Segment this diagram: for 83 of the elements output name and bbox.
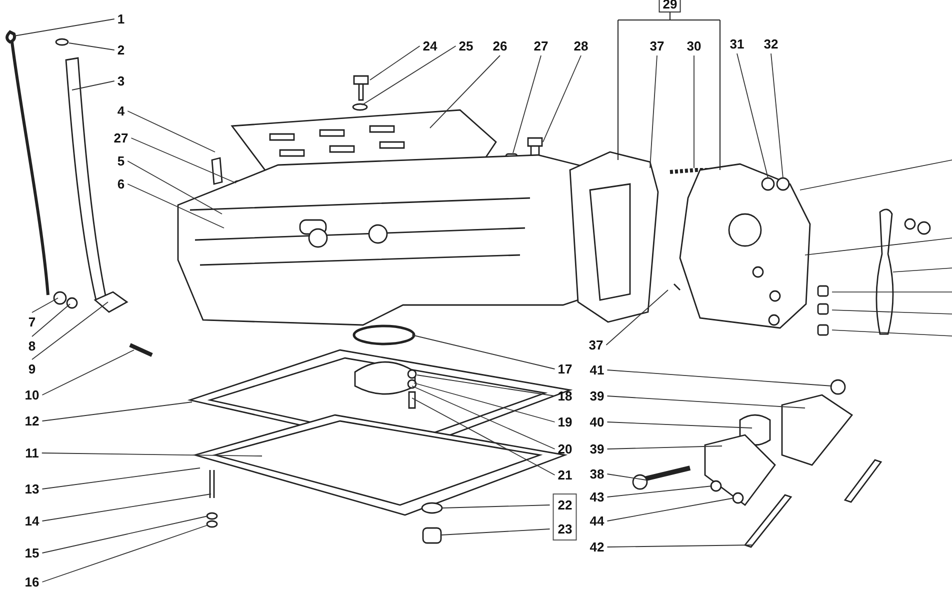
leader-line — [606, 422, 752, 428]
callout-number: 16 — [24, 574, 40, 590]
callout-number: 10 — [24, 388, 40, 402]
callout-number: 28 — [574, 38, 588, 54]
callout-number: 25 — [458, 38, 474, 54]
leader-line — [14, 18, 115, 36]
leader-line — [41, 452, 262, 456]
leader-line — [42, 402, 192, 422]
leader-line — [736, 53, 768, 178]
callout-number: 26 — [492, 38, 508, 54]
callout-number: 39 — [590, 388, 604, 404]
callout-number: 38 — [590, 466, 604, 482]
callout-number: 14 — [24, 514, 40, 528]
callout-number: 1 — [117, 12, 125, 26]
callout-number: 19 — [558, 414, 572, 430]
callout-number: 27 — [534, 38, 548, 54]
leader-line — [770, 53, 784, 178]
leader-line — [32, 298, 58, 313]
callout-number: 4 — [117, 104, 125, 118]
callout-number: 21 — [558, 468, 572, 482]
leader-line — [127, 184, 224, 228]
callout-number: 15 — [24, 546, 40, 560]
callout-number: 31 — [730, 36, 744, 52]
leader-line — [412, 334, 556, 370]
leader-line — [127, 160, 222, 214]
leader-line — [606, 498, 734, 522]
callout-number: 37 — [588, 338, 604, 352]
leader-line — [42, 524, 208, 582]
callout-number: 44 — [590, 514, 604, 528]
leader-line — [370, 46, 420, 80]
callout-number: 39 — [590, 442, 604, 456]
leader-line — [414, 382, 556, 422]
leader-line — [512, 55, 542, 154]
callout-box — [552, 494, 578, 540]
callout-number: 13 — [24, 482, 40, 496]
callout-number: 24 — [422, 38, 438, 54]
callout-number: 43 — [590, 490, 604, 504]
leader-line — [606, 486, 712, 498]
leader-line — [130, 138, 236, 184]
callout-number: 18 — [558, 388, 572, 404]
leader-line — [127, 110, 216, 152]
callout-number: 11 — [25, 446, 39, 460]
callout-number: 7 — [28, 314, 36, 330]
callout-number: 42 — [590, 540, 604, 554]
callout-number: 9 — [28, 362, 36, 376]
leader-line — [542, 55, 582, 142]
callout-number: 8 — [28, 338, 36, 354]
callout-number: 6 — [117, 176, 125, 192]
leader-line — [442, 504, 550, 508]
leader-line — [42, 516, 208, 554]
callout-number: 37 — [650, 38, 664, 54]
callout-number: 17 — [558, 362, 572, 376]
callout-number: 5 — [117, 154, 125, 168]
leader-line — [412, 386, 556, 450]
callout-number: 40 — [590, 414, 604, 430]
leader-line — [32, 302, 108, 360]
callout-number: 32 — [764, 36, 778, 52]
callout-number: 41 — [590, 362, 604, 378]
leader-line — [362, 46, 456, 106]
leader-line — [606, 446, 722, 450]
leader-line — [430, 55, 500, 128]
callout-number: 22 — [558, 498, 572, 512]
callout-number: 12 — [24, 414, 40, 428]
callout-number: 23 — [558, 522, 572, 536]
leader-line — [412, 398, 556, 476]
leader-line — [42, 468, 200, 490]
leader-line — [32, 304, 70, 337]
callout-number: 3 — [117, 74, 125, 88]
leader-line — [42, 494, 212, 522]
callout-number: 27 — [114, 130, 128, 146]
leader-line — [606, 544, 752, 548]
leader-line — [72, 80, 115, 90]
leader-line — [440, 528, 550, 536]
leader-line — [606, 290, 668, 346]
leader-line — [606, 396, 806, 408]
leader-line — [606, 474, 646, 480]
leader-line — [68, 42, 115, 50]
callout-number: 30 — [686, 38, 702, 54]
callout-number: 2 — [117, 42, 125, 58]
callout-number: 20 — [558, 442, 572, 456]
leader-line — [650, 55, 658, 168]
leader-line — [606, 370, 832, 386]
leader-line — [42, 350, 134, 396]
